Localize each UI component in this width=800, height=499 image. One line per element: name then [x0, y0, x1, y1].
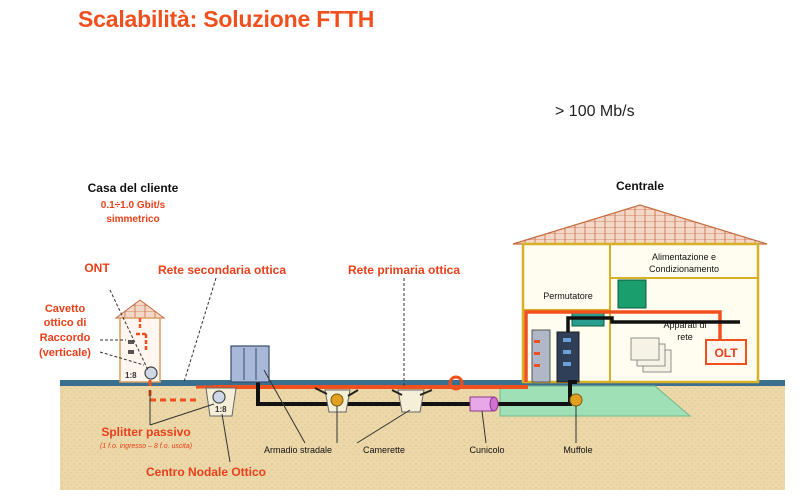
equipment-label-2: rete [677, 332, 693, 342]
cable-label-3: Raccordo [40, 332, 91, 344]
street-cabinet [230, 345, 270, 383]
ont-label: ONT [84, 261, 110, 275]
optical-node-pit [205, 387, 237, 417]
symmetric-label: simmetrico [106, 214, 159, 225]
optical-node-label: Centro Nodale Ottico [146, 465, 266, 479]
slide-title: Scalabilità: Soluzione FTTH [78, 6, 375, 32]
cable-label-2: ottico di [44, 317, 87, 329]
secondary-network-label: Rete secondaria ottica [158, 263, 286, 277]
tunnel-label: Cunicolo [469, 445, 504, 455]
splitter-sublabel: (1 f.o. ingresso – 8 f.o. uscita) [100, 443, 192, 450]
house-ratio: 1:8 [125, 371, 137, 380]
central-label: Centrale [616, 179, 664, 193]
manholes-label: Camerette [363, 445, 405, 455]
equipment-label-1: Apparati di [663, 320, 706, 330]
patch-panel-label: Permutatore [543, 291, 593, 301]
speed-range-label: 0.1÷1.0 Gbit/s [101, 200, 166, 211]
power-label-1: Alimentazione e [652, 252, 716, 262]
manhole-2 [397, 389, 425, 413]
cabinet-label: Armadio stradale [264, 445, 332, 455]
cable-label-4: (verticale) [39, 347, 91, 359]
primary-network-label: Rete primaria ottica [348, 263, 460, 277]
splice-closure [569, 393, 583, 407]
pit-ratio: 1:8 [215, 405, 227, 414]
splice-label: Muffole [563, 445, 592, 455]
cable-underground [256, 362, 577, 406]
customer-house [114, 299, 166, 383]
customer-house-label: Casa del cliente [88, 181, 179, 195]
ground-surface [60, 380, 785, 386]
olt-label: OLT [714, 346, 738, 360]
tunnel [469, 396, 499, 412]
fiber-central [524, 310, 722, 382]
power-label-2: Condizionamento [649, 264, 719, 274]
speed-label: > 100 Mb/s [555, 103, 635, 120]
cable-label-1: Cavetto [45, 303, 86, 315]
splitter-label: Splitter passivo [101, 425, 190, 439]
